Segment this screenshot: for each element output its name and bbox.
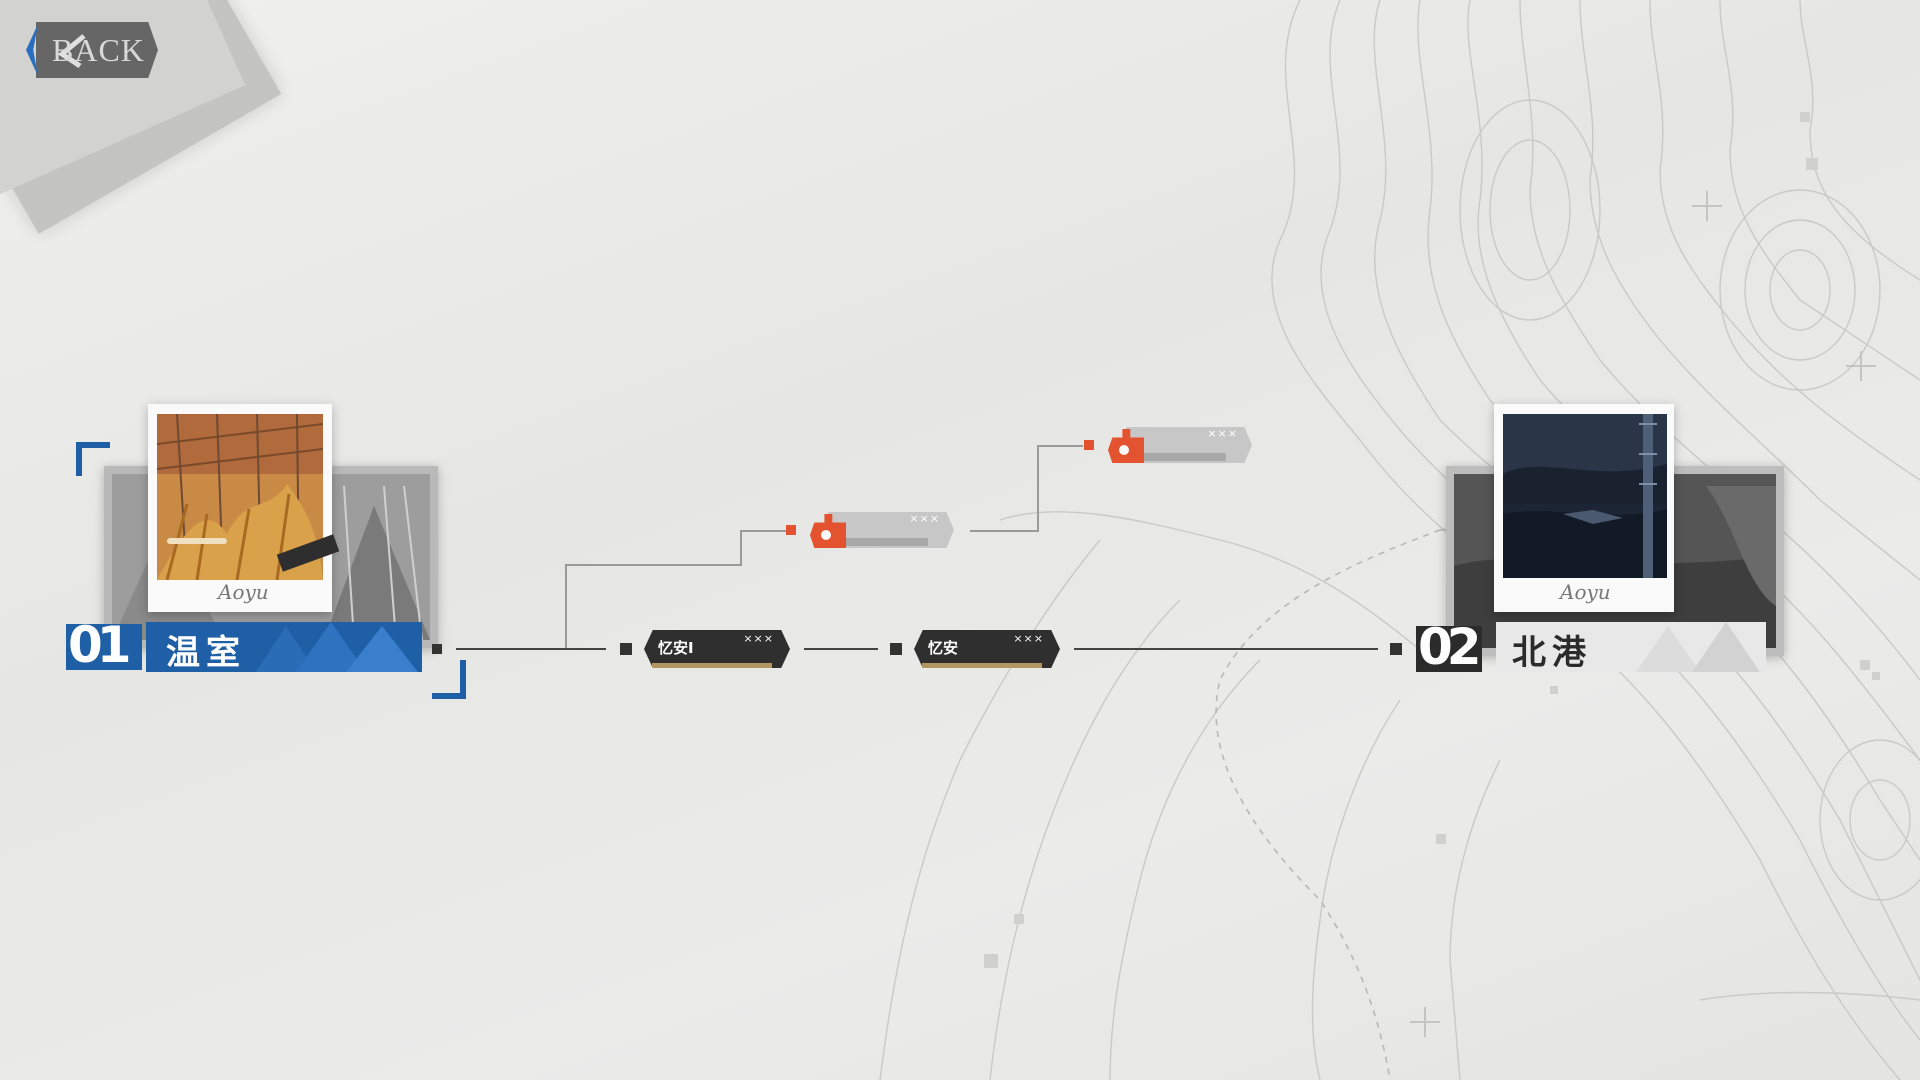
station-01-name-bar: 温室 — [146, 622, 422, 673]
branch-line-2-riser — [1037, 445, 1039, 532]
story-node-yian-1[interactable]: 忆安I ××× — [644, 630, 790, 668]
path-line-segment-3 — [1074, 648, 1378, 650]
locked-node-1-dot — [786, 525, 796, 535]
back-arrow-icon — [57, 34, 86, 68]
station-01-signature: Aoyu — [218, 580, 269, 604]
branch-line-1-vertical — [565, 564, 567, 648]
story-node-plate — [644, 630, 790, 668]
corner-bracket-bottom-right-v — [460, 660, 466, 699]
locked-node-marker: ××× — [1207, 427, 1238, 440]
locked-story-node-2[interactable]: ××× — [1106, 425, 1252, 465]
branch-line-1-riser — [740, 530, 742, 566]
branch-line-2-top — [1037, 445, 1083, 447]
north-port-photo — [1503, 414, 1667, 578]
station-01-number-plate — [66, 624, 142, 670]
story-node-label: 忆安 — [928, 639, 959, 657]
branch-line-1-top — [740, 530, 786, 532]
branch-line-1-horizontal — [565, 564, 741, 566]
path-node-2 — [890, 643, 902, 655]
station-02-name: 北港 — [1512, 633, 1592, 673]
path-node-1 — [620, 643, 632, 655]
locked-node-shade — [832, 538, 928, 546]
locked-story-node-1[interactable]: ××× — [808, 510, 954, 550]
station-01-polaroid: Aoyu — [148, 404, 340, 612]
corner-bracket-top-left — [76, 442, 110, 448]
station-02-card[interactable]: Aoyu 北港 02 — [1410, 400, 1790, 680]
path-node-start — [432, 644, 442, 654]
station-02-polaroid: Aoyu — [1494, 404, 1674, 612]
lock-keyhole — [821, 530, 831, 540]
corner-bracket-bottom-right — [432, 693, 466, 699]
station-01-name: 温室 — [166, 633, 246, 673]
locked-node-shade — [1130, 453, 1226, 461]
path-node-end — [1390, 643, 1402, 655]
station-02-number-plate — [1416, 626, 1482, 672]
story-node-gold-strip — [652, 663, 772, 668]
station-01-number: 01 — [68, 616, 132, 674]
story-node-yian-2[interactable]: 忆安 ××× — [914, 630, 1060, 668]
story-node-plate — [914, 630, 1060, 668]
story-node-marker: ××× — [743, 632, 774, 645]
station-02-number: 02 — [1418, 618, 1482, 676]
lock-keyhole — [1119, 445, 1129, 455]
corner-bracket-top-left-v — [76, 442, 82, 476]
story-node-marker: ××× — [1013, 632, 1044, 645]
station-01-card[interactable]: Aoyu 温室 01 — [60, 400, 480, 700]
story-node-label: 忆安I — [658, 639, 694, 657]
locked-node-2-dot — [1084, 440, 1094, 450]
story-node-gold-strip — [922, 663, 1042, 668]
locked-node-marker: ××× — [909, 512, 940, 525]
back-button[interactable]: BACK — [26, 22, 160, 78]
back-button-plate — [36, 22, 158, 78]
path-line-segment-2 — [804, 648, 878, 650]
path-line-segment-1 — [456, 648, 606, 650]
branch-line-2-horizontal — [970, 530, 1038, 532]
station-02-name-bar: 北港 — [1496, 622, 1766, 673]
station-02-signature: Aoyu — [1560, 580, 1611, 604]
back-button-label: BACK — [52, 32, 145, 68]
